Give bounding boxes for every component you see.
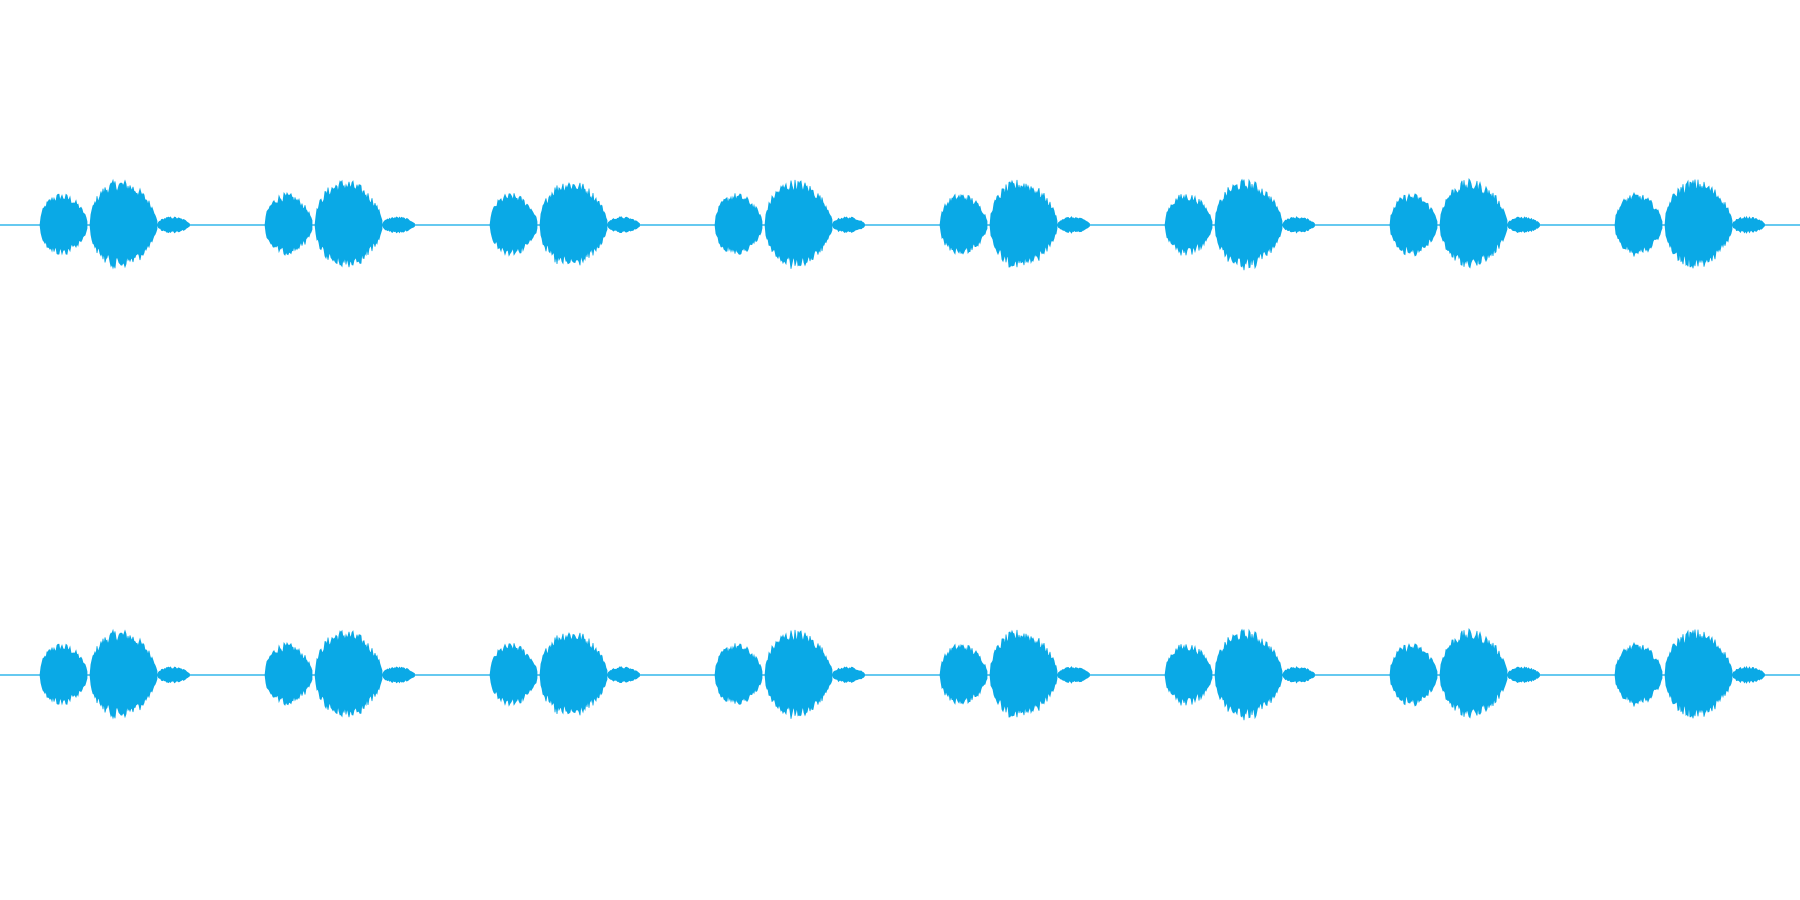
burst-group bbox=[264, 179, 415, 268]
waveform-burst bbox=[382, 216, 415, 234]
waveform-burst bbox=[607, 216, 640, 233]
waveform-burst bbox=[1664, 179, 1733, 269]
waveform-burst bbox=[764, 179, 833, 269]
burst-group bbox=[264, 629, 415, 718]
waveform-burst bbox=[1507, 666, 1540, 683]
waveform-burst bbox=[1614, 642, 1663, 707]
burst-group bbox=[1164, 178, 1315, 271]
burst-group bbox=[1614, 629, 1765, 719]
waveform-burst bbox=[1732, 665, 1765, 684]
waveform-burst bbox=[832, 216, 865, 234]
burst-group bbox=[939, 179, 1090, 268]
waveform-burst bbox=[1057, 216, 1090, 234]
waveform-burst bbox=[714, 643, 763, 705]
burst-group bbox=[39, 178, 190, 270]
waveform-burst bbox=[539, 182, 608, 266]
waveform-burst bbox=[1439, 178, 1508, 269]
waveform-burst bbox=[1214, 628, 1283, 721]
waveform-burst bbox=[382, 666, 415, 684]
channel-left bbox=[0, 178, 1800, 271]
waveform-burst bbox=[1214, 178, 1283, 271]
waveform-burst bbox=[607, 666, 640, 683]
burst-group bbox=[1389, 178, 1540, 269]
burst-group bbox=[939, 629, 1090, 718]
waveform-burst bbox=[157, 666, 190, 684]
waveform-burst bbox=[489, 643, 538, 707]
waveform-burst bbox=[1389, 643, 1438, 707]
waveform-burst bbox=[989, 629, 1058, 718]
burst-group bbox=[489, 182, 640, 266]
waveform-burst bbox=[39, 643, 88, 706]
waveform-burst bbox=[314, 179, 383, 268]
burst-group bbox=[1614, 179, 1765, 269]
waveform-burst bbox=[1664, 629, 1733, 719]
waveform-burst bbox=[714, 193, 763, 255]
waveform-burst bbox=[1057, 666, 1090, 684]
waveform-burst bbox=[39, 193, 88, 256]
waveform-burst bbox=[1282, 216, 1315, 234]
waveform-burst bbox=[764, 629, 833, 719]
waveform-burst bbox=[314, 629, 383, 718]
channels-layer bbox=[0, 178, 1800, 721]
burst-group bbox=[39, 628, 190, 720]
burst-group bbox=[489, 632, 640, 716]
waveform-burst bbox=[989, 179, 1058, 268]
waveform-burst bbox=[1507, 216, 1540, 233]
waveform-burst bbox=[1164, 194, 1213, 256]
waveform-burst bbox=[264, 641, 313, 706]
waveform-burst bbox=[1164, 644, 1213, 706]
waveform-burst bbox=[1282, 666, 1315, 684]
waveform-burst bbox=[1614, 192, 1663, 257]
burst-group bbox=[714, 629, 865, 719]
waveform-burst bbox=[1439, 628, 1508, 719]
burst-group bbox=[1389, 628, 1540, 719]
waveform-burst bbox=[89, 628, 158, 720]
waveform-burst bbox=[89, 178, 158, 270]
waveform-burst bbox=[939, 193, 988, 255]
waveform-burst bbox=[264, 191, 313, 256]
channel-right bbox=[0, 628, 1800, 721]
waveform-burst bbox=[1732, 215, 1765, 234]
burst-group bbox=[1164, 628, 1315, 721]
waveform-burst bbox=[832, 666, 865, 684]
waveform-burst bbox=[1389, 193, 1438, 257]
waveform-burst bbox=[157, 216, 190, 234]
waveform-burst bbox=[489, 193, 538, 257]
waveform-burst bbox=[539, 632, 608, 716]
waveform-burst bbox=[939, 643, 988, 705]
burst-group bbox=[714, 179, 865, 269]
